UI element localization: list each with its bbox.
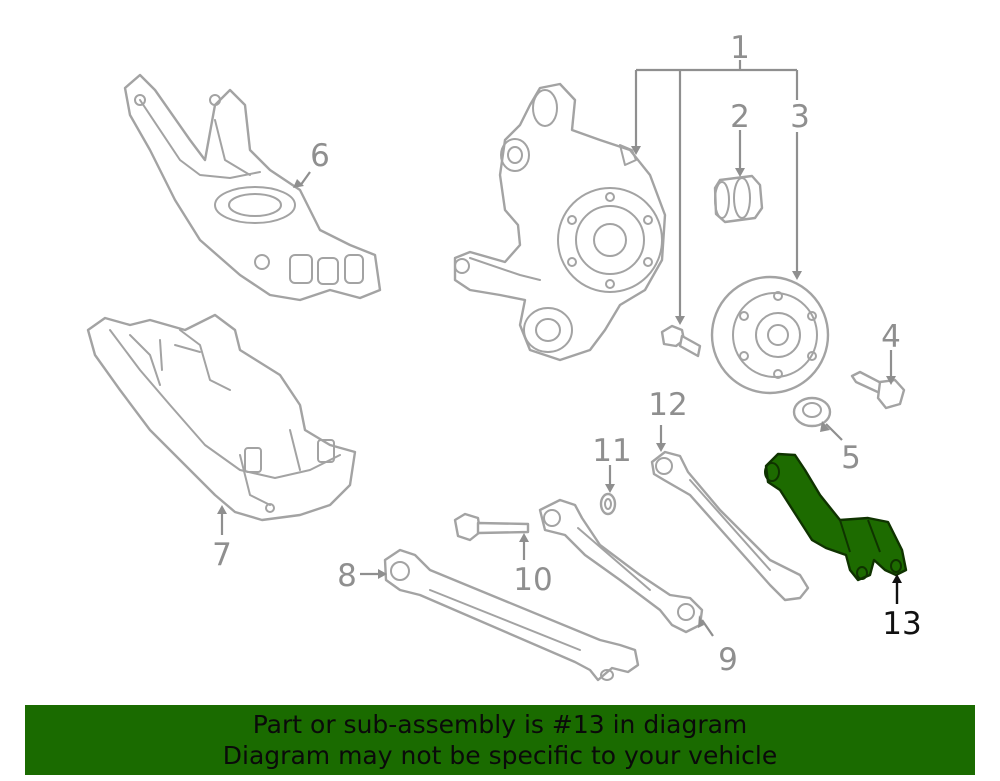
banner-line-1: Part or sub-assembly is #13 in diagram: [252, 710, 748, 739]
part-13-upper-arm[interactable]: [764, 452, 908, 582]
label-13: 13: [882, 606, 921, 642]
part-2-bushing[interactable]: [713, 174, 764, 224]
label-4: 4: [881, 319, 901, 355]
banner-line-2: Diagram may not be specific to your vehi…: [222, 741, 778, 770]
part-5-nut[interactable]: [792, 396, 832, 428]
label-1: 1: [730, 30, 750, 66]
label-7: 7: [212, 537, 232, 573]
part-6-subframe[interactable]: [123, 73, 382, 302]
part-9-link-arm[interactable]: [538, 498, 704, 634]
info-banner: Part or sub-assembly is #13 in diagram D…: [25, 705, 975, 775]
part-11-washer[interactable]: [599, 492, 617, 516]
part-1-knuckle[interactable]: [453, 82, 667, 362]
part-8-control-arm[interactable]: [383, 548, 640, 682]
label-9: 9: [718, 642, 738, 678]
label-8: 8: [337, 558, 357, 594]
part-12-link-arm[interactable]: [650, 450, 810, 602]
parts-diagram: 1 2 3 4 5 6 7 8 9 10 11 12 13: [86, 30, 922, 682]
label-5: 5: [841, 440, 861, 476]
hub-bolt[interactable]: [660, 324, 702, 358]
arrowheads: [217, 146, 902, 628]
label-10: 10: [513, 562, 552, 598]
label-11: 11: [592, 433, 631, 469]
label-3: 3: [790, 99, 810, 135]
label-12: 12: [648, 387, 687, 423]
part-4-bolt[interactable]: [850, 370, 906, 410]
label-6: 6: [310, 138, 330, 174]
label-2: 2: [730, 99, 750, 135]
part-3-hub[interactable]: [710, 275, 830, 395]
part-10-bolt[interactable]: [453, 512, 530, 542]
part-7-shield[interactable]: [86, 313, 357, 522]
